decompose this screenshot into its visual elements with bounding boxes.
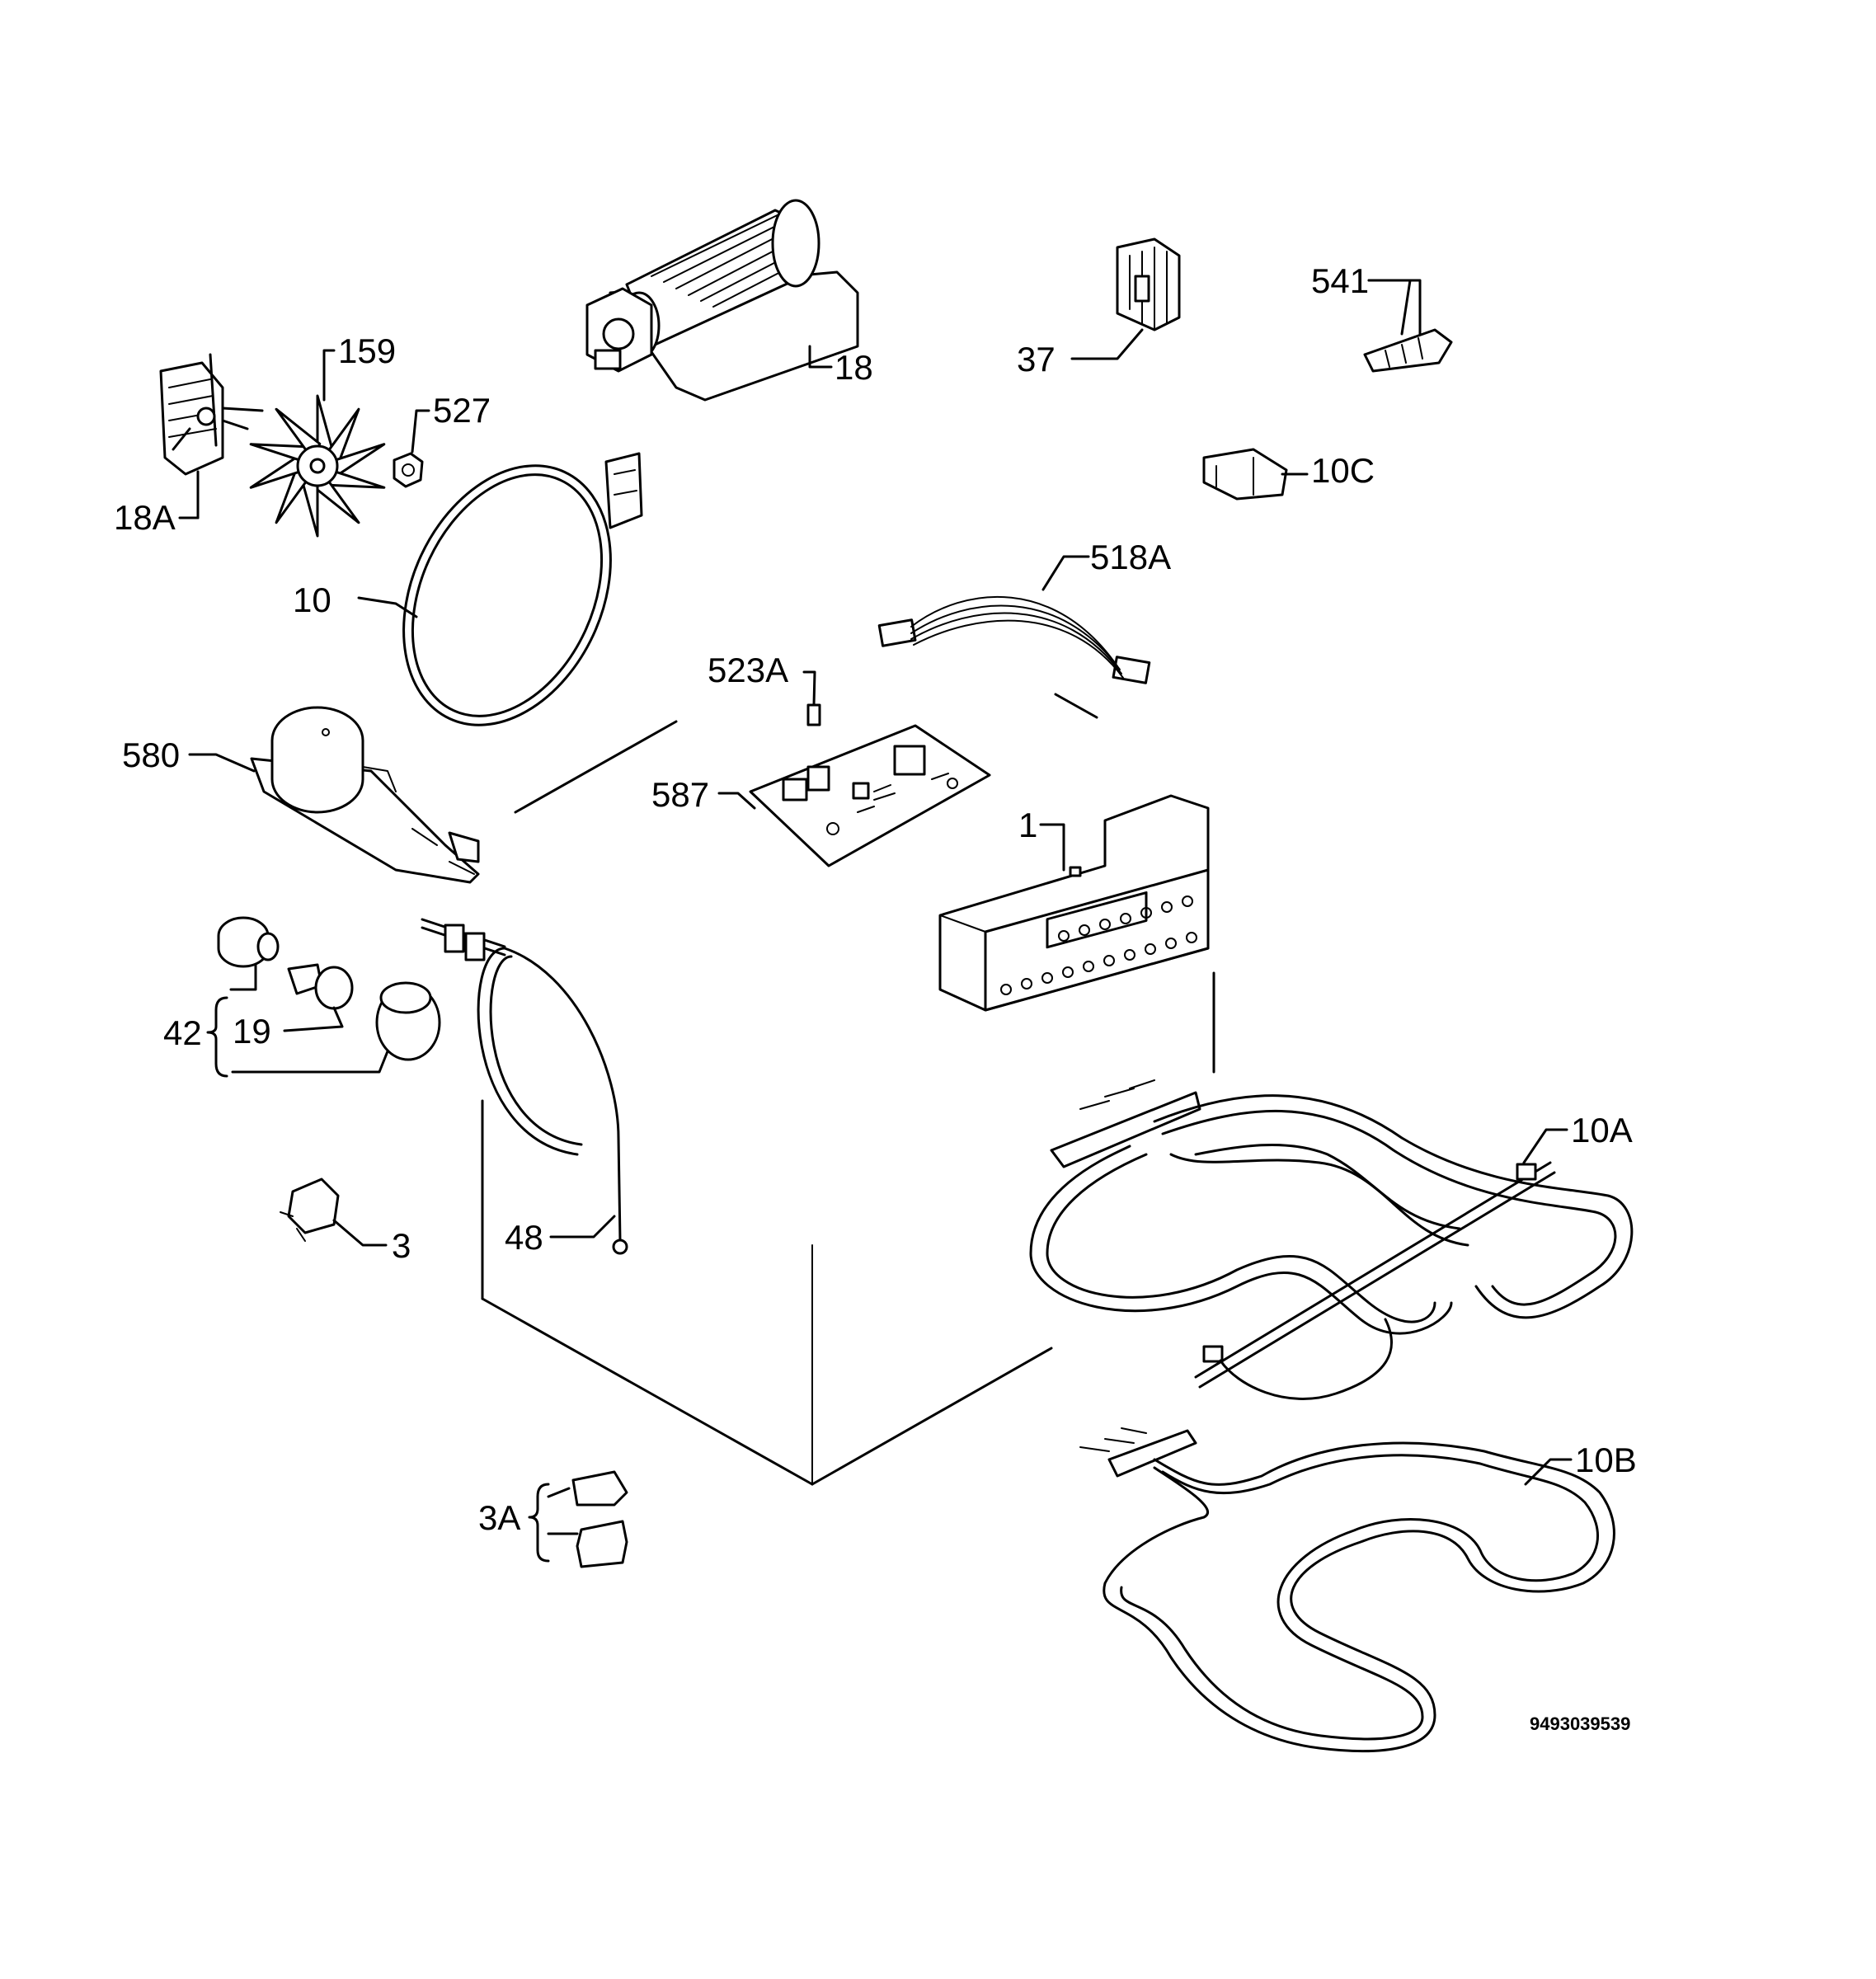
label-3: 3 xyxy=(392,1226,411,1265)
circular-element-10 xyxy=(357,452,643,726)
label-159: 159 xyxy=(338,331,396,370)
connector-541 xyxy=(1363,279,1453,373)
thermostat-3 xyxy=(280,1178,388,1247)
label-10c: 10C xyxy=(1311,451,1375,490)
fan-motor-18a xyxy=(159,353,264,519)
door-lock-motor-580 xyxy=(188,706,480,884)
label-541: 541 xyxy=(1311,261,1369,300)
label-42: 42 xyxy=(163,1013,202,1052)
label-37: 37 xyxy=(1017,340,1056,378)
label-48: 48 xyxy=(505,1218,543,1257)
label-18a: 18A xyxy=(114,498,176,537)
control-pcb-587 xyxy=(717,724,991,867)
wiring-harness-518a xyxy=(877,555,1151,684)
label-1: 1 xyxy=(1018,806,1037,844)
bracket-37 xyxy=(1070,237,1181,360)
label-10: 10 xyxy=(293,581,331,619)
temperature-sensor-48 xyxy=(421,918,628,1255)
label-523a: 523A xyxy=(708,651,788,689)
thermostat-pair-3a xyxy=(528,1470,628,1568)
bottom-element-10b xyxy=(1079,1427,1615,1753)
oven-body-outline xyxy=(481,693,1215,1486)
label-527: 527 xyxy=(433,391,491,430)
fan-blade-159 xyxy=(249,349,386,538)
label-3a: 3A xyxy=(478,1498,520,1537)
label-580: 580 xyxy=(122,736,180,774)
control-panel-buttons xyxy=(1000,895,1197,995)
label-10b: 10B xyxy=(1575,1441,1637,1479)
clip-10c xyxy=(1202,448,1309,501)
label-587: 587 xyxy=(651,775,709,814)
grill-element-10a xyxy=(1029,1079,1634,1400)
part-labels: 18A 159 527 18 37 541 10C 10 518A 523A 5… xyxy=(114,261,1637,1537)
tangential-fan-18 xyxy=(585,199,859,402)
label-18: 18 xyxy=(835,348,873,387)
nut-527 xyxy=(393,409,430,488)
label-10a: 10A xyxy=(1571,1111,1633,1149)
control-panel-module-1 xyxy=(938,794,1210,1012)
label-19: 19 xyxy=(233,1012,271,1051)
drawing-code: 9493039539 xyxy=(1530,1713,1630,1734)
lamp-assembly-42 xyxy=(206,916,441,1078)
label-518a: 518A xyxy=(1090,538,1171,576)
fuse-523a xyxy=(802,670,821,726)
